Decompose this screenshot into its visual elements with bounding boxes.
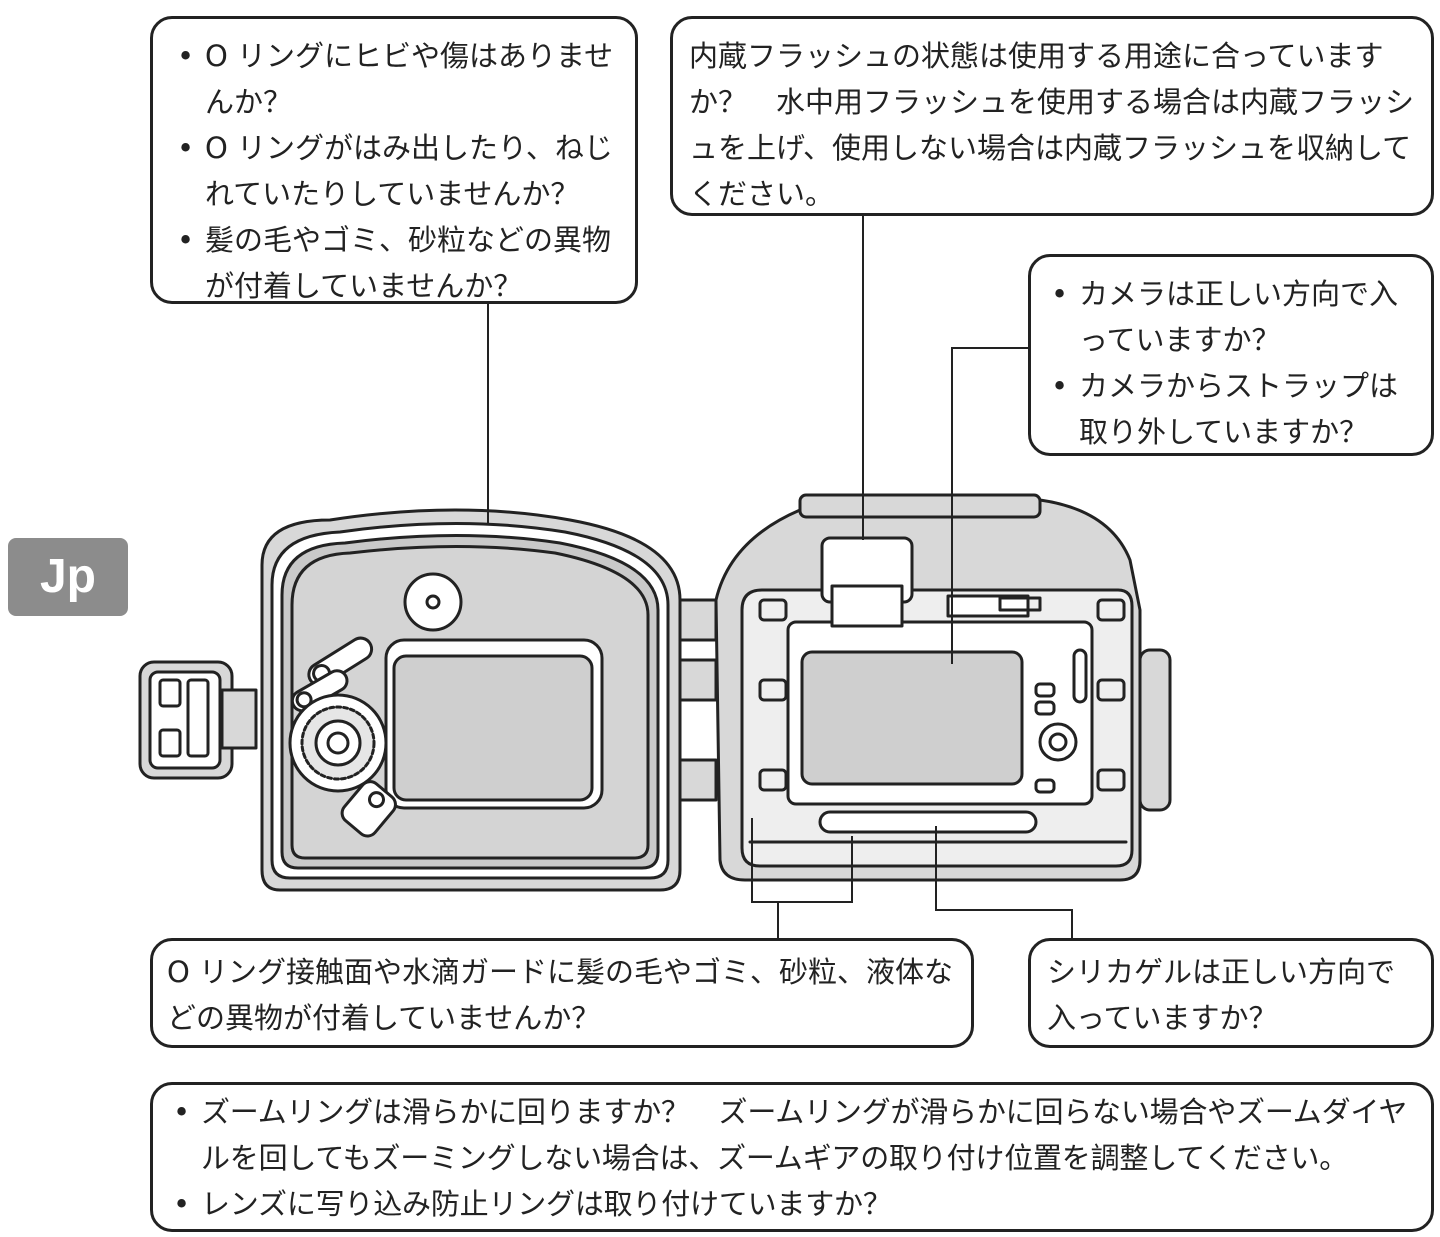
language-tab: Jp — [8, 538, 128, 616]
back-door — [260, 508, 718, 892]
surface-check-callout: O リング接触面や水滴ガードに髪の毛やゴミ、砂粒、液体などの異物が付着していませ… — [150, 938, 974, 1048]
oring-check-item: O リングがはみ出したり、ねじれていたりしていませんか？ — [171, 125, 625, 217]
leader-lines — [487, 216, 1073, 938]
oring-check-item: 髪の毛やゴミ、砂粒などの異物が付着していませんか？ — [171, 217, 625, 309]
front-housing — [714, 493, 1172, 882]
camera-check-callout: カメラは正しい方向で入っていますか？ カメラからストラップは取り外していますか？ — [1028, 254, 1434, 456]
zoom-check-item: レンズに写り込み防止リングは取り付けていますか？ — [167, 1181, 1419, 1227]
silica-check-callout: シリカゲルは正しい方向で入っていますか？ — [1028, 938, 1434, 1048]
zoom-check-item: ズームリングは滑らかに回りますか？ ズームリングが滑らかに回らない場合やズームダ… — [167, 1089, 1419, 1181]
oring-check-item: O リングにヒビや傷はありませんか？ — [171, 33, 625, 125]
latch — [138, 660, 258, 780]
flash-check-text: 内蔵フラッシュの状態は使用する用途に合っていますか？ 水中用フラッシュを使用する… — [689, 39, 1415, 211]
camera-check-item: カメラは正しい方向で入っていますか？ — [1045, 271, 1423, 363]
flash-check-callout: 内蔵フラッシュの状態は使用する用途に合っていますか？ 水中用フラッシュを使用する… — [670, 16, 1434, 216]
zoom-check-callout: ズームリングは滑らかに回りますか？ ズームリングが滑らかに回らない場合やズームダ… — [150, 1082, 1434, 1232]
silica-check-text: シリカゲルは正しい方向で入っていますか？ — [1047, 955, 1396, 1035]
oring-check-callout: O リングにヒビや傷はありませんか？ O リングがはみ出したり、ねじれていたりし… — [150, 16, 638, 304]
surface-check-text: O リング接触面や水滴ガードに髪の毛やゴミ、砂粒、液体などの異物が付着していませ… — [167, 955, 954, 1035]
camera-check-item: カメラからストラップは取り外していますか？ — [1045, 363, 1423, 455]
